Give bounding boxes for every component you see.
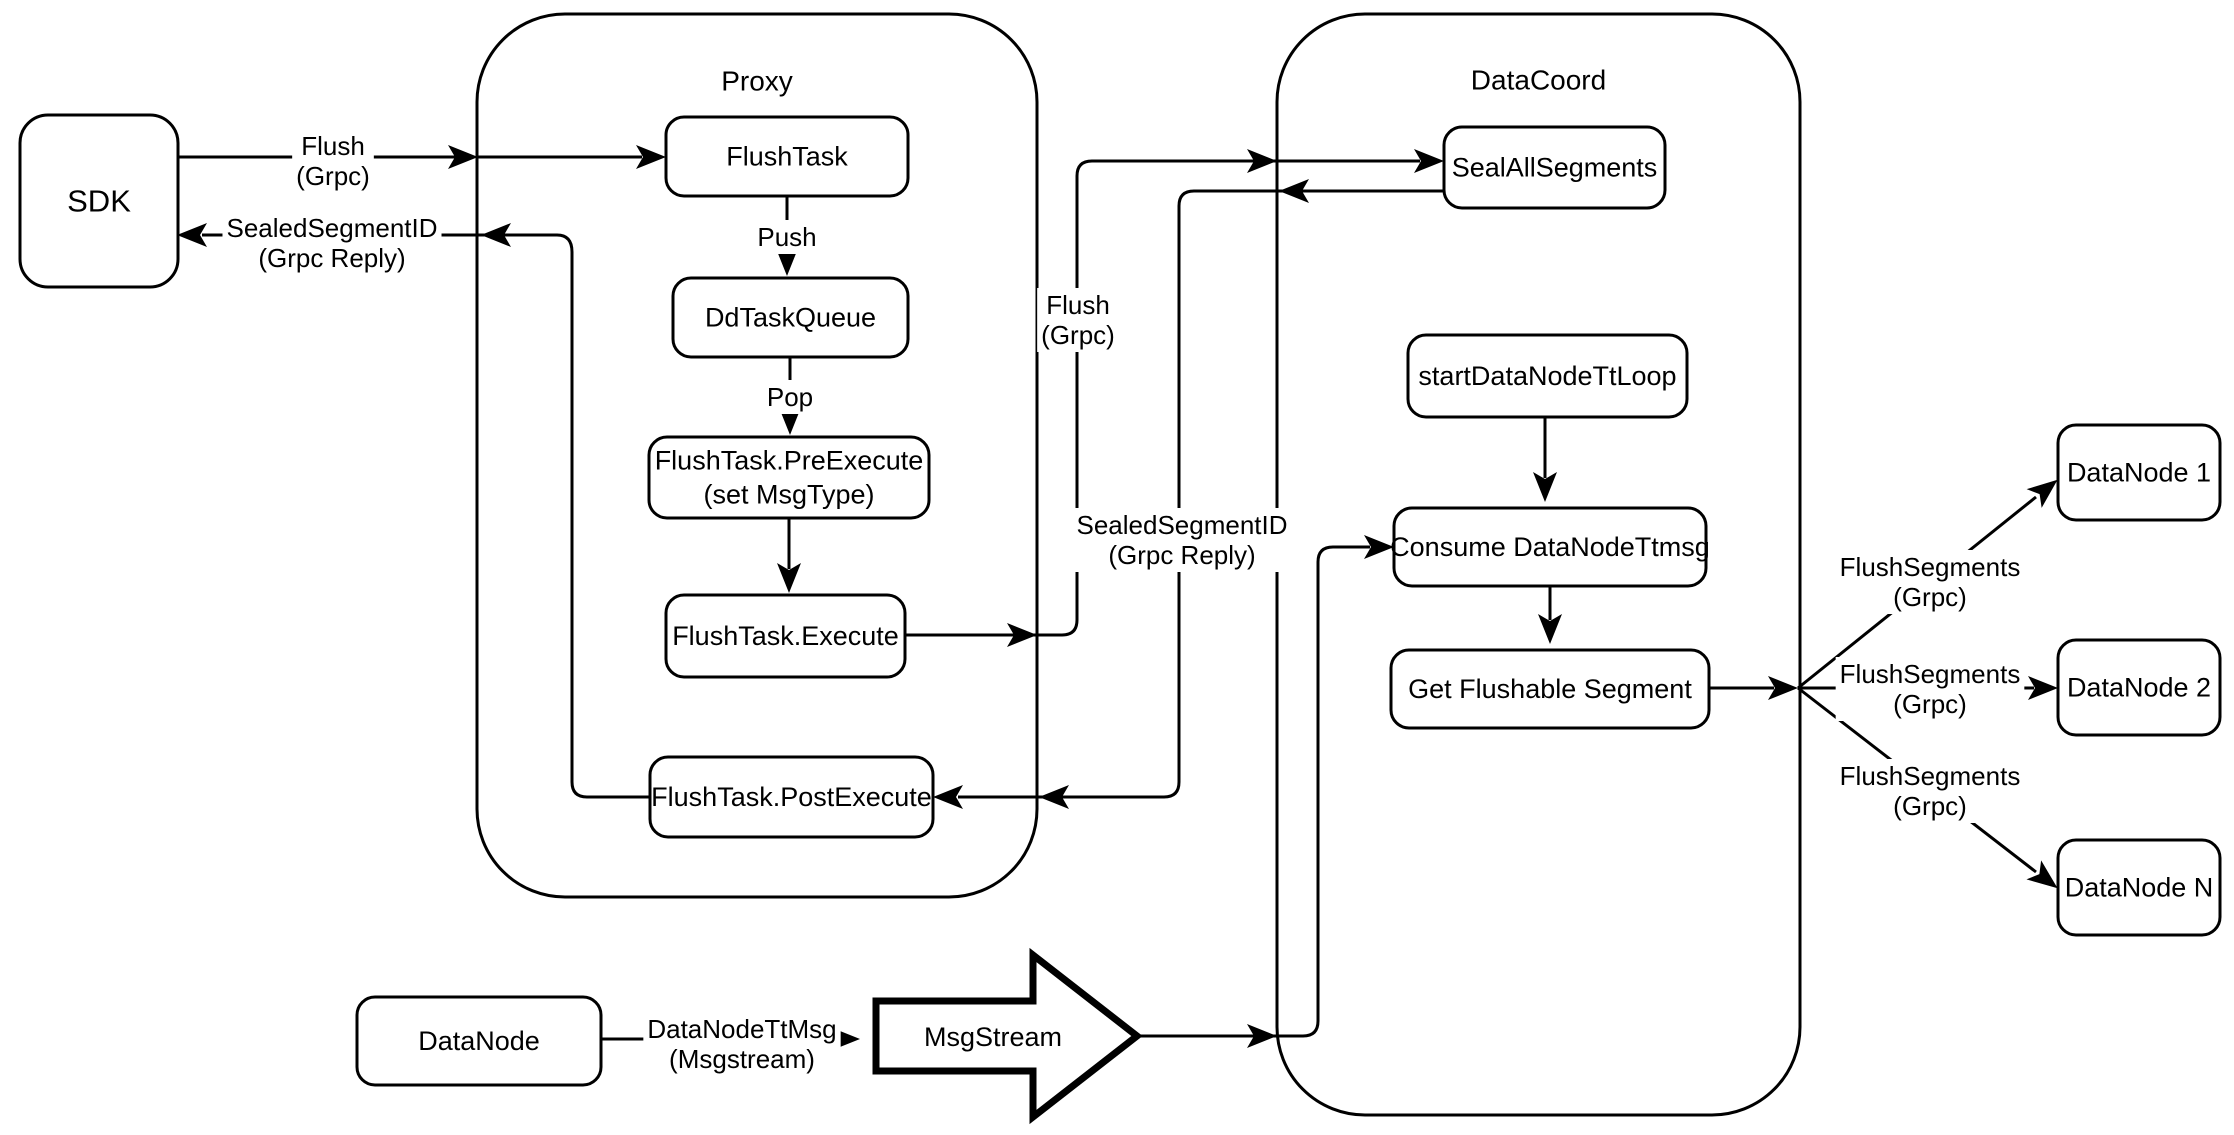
edge-label-pop-bg	[762, 380, 818, 414]
edge-label-sealedsegmentid-reply-mid-bg	[1072, 508, 1292, 572]
arrowhead-preexecute-to-execute-0	[777, 563, 801, 593]
edge-postexecute-reply-to-sdk	[202, 233, 650, 799]
node-get-flushable-segment	[1389, 648, 1711, 730]
edge-label-pop: Pop	[767, 382, 813, 412]
node-datanode-n	[2056, 838, 2222, 937]
edge-label-datanodettmsg-msgstream: DataNodeTtMsg(Msgstream)	[647, 1014, 836, 1074]
node-label-sealallsegments: SealAllSegments	[1452, 153, 1658, 183]
node-consume-datanodettmsg	[1392, 506, 1708, 588]
node-label-startdatanodettloop: startDataNodeTtLoop	[1418, 361, 1676, 391]
node-label-get-flushable-segment: Get Flushable Segment	[1408, 674, 1692, 704]
edge-label-datanodettmsg-msgstream-bg	[643, 1012, 841, 1076]
node-sdk	[18, 113, 180, 289]
edge-label-flushsegments-n: FlushSegments(Grpc)	[1840, 761, 2021, 821]
edge-label-sealedsegmentid-reply-left-bg	[222, 211, 442, 275]
edge-label-flush-grpc-mid: Flush(Grpc)	[1041, 290, 1115, 350]
arrowhead-flushsegments-datanode2-0	[2028, 676, 2058, 700]
node-label-datanode-1: DataNode 1	[2067, 458, 2211, 488]
arrowhead-msgstream-to-consume-1	[1364, 535, 1394, 559]
edge-execute-flush-to-sealallsegments	[905, 159, 1420, 637]
arrowhead-msgstream-to-consume-0	[1247, 1024, 1277, 1048]
edge-msgstream-to-consume	[1137, 545, 1370, 1038]
node-label-consume-datanodettmsg: Consume DataNodeTtmsg	[1390, 532, 1710, 562]
node-sealallsegments	[1442, 125, 1667, 210]
node-datanode-bottom	[355, 995, 603, 1087]
edge-sealallsegments-reply-to-postexecute	[958, 189, 1444, 799]
edge-label-sealedsegmentid-reply-mid: SealedSegmentID(Grpc Reply)	[1076, 510, 1287, 570]
block-arrow-label-msgstream: MsgStream	[924, 1022, 1062, 1052]
container-title-datacoord: DataCoord	[1471, 65, 1606, 96]
edge-label-flushsegments-n-bg	[1835, 759, 2025, 823]
arrowhead-flush-into-flushtask-0	[636, 145, 666, 169]
node-label-preexecute: FlushTask.PreExecute(set MsgType)	[655, 446, 924, 510]
arrowhead-sealallsegments-reply-to-postexecute-0	[1279, 179, 1309, 203]
edge-label-flush-grpc-left: Flush(Grpc)	[296, 131, 370, 191]
arrowhead-execute-flush-to-sealallsegments-0	[1007, 623, 1037, 647]
arrowhead-sealallsegments-reply-to-postexecute-1	[1039, 785, 1069, 809]
node-label-execute: FlushTask.Execute	[672, 621, 899, 651]
node-label-sdk: SDK	[67, 184, 131, 219]
node-ddtaskqueue	[671, 276, 910, 359]
node-postexecute	[648, 755, 935, 839]
edge-label-flushsegments-1-bg	[1835, 550, 2025, 614]
node-label-postexecute: FlushTask.PostExecute	[651, 782, 932, 812]
node-label-flushtask: FlushTask	[726, 142, 848, 172]
node-execute	[664, 593, 907, 679]
edge-label-sealedsegmentid-reply-left: SealedSegmentID(Grpc Reply)	[226, 213, 437, 273]
edge-label-flushsegments-1: FlushSegments(Grpc)	[1840, 552, 2021, 612]
node-label-datanode-bottom: DataNode	[418, 1026, 540, 1056]
edge-label-push-bg	[753, 220, 821, 254]
node-label-datanode-2: DataNode 2	[2067, 673, 2211, 703]
block-arrow-msgstream	[872, 947, 1143, 1125]
arrowhead-sdk-flush-grpc-0	[448, 145, 478, 169]
node-datanode-1	[2056, 423, 2222, 522]
edge-label-flushsegments-2-bg	[1835, 657, 2025, 721]
node-label-datanode-n: DataNode N	[2065, 873, 2214, 903]
arrowhead-execute-flush-to-sealallsegments-2	[1414, 149, 1444, 173]
edge-label-push: Push	[757, 222, 816, 252]
arrowhead-flushsegments-datanoden-0	[2026, 860, 2058, 889]
node-datanode-2	[2056, 638, 2222, 737]
container-title-proxy: Proxy	[721, 66, 793, 97]
arrowhead-execute-flush-to-sealallsegments-1	[1247, 149, 1277, 173]
node-flushtask	[664, 115, 910, 198]
node-preexecute	[647, 435, 931, 520]
edge-label-flushsegments-2: FlushSegments(Grpc)	[1840, 659, 2021, 719]
arrowhead-startloop-to-consume-0	[1533, 472, 1557, 502]
node-label-ddtaskqueue: DdTaskQueue	[705, 303, 876, 333]
arrowhead-getflushable-to-junction-0	[1768, 676, 1798, 700]
arrowhead-consume-to-getflushable-0	[1538, 614, 1562, 644]
edge-label-flush-grpc-mid-bg	[1037, 288, 1119, 352]
arrowhead-sealallsegments-reply-to-postexecute-2	[933, 785, 963, 809]
edge-label-flush-grpc-left-bg	[292, 129, 374, 193]
arrowhead-postexecute-reply-to-sdk-0	[481, 223, 511, 247]
arrowhead-flushsegments-datanode1-0	[2026, 479, 2058, 508]
node-startdatanodettloop	[1406, 333, 1689, 419]
arrowhead-postexecute-reply-to-sdk-1	[177, 223, 207, 247]
